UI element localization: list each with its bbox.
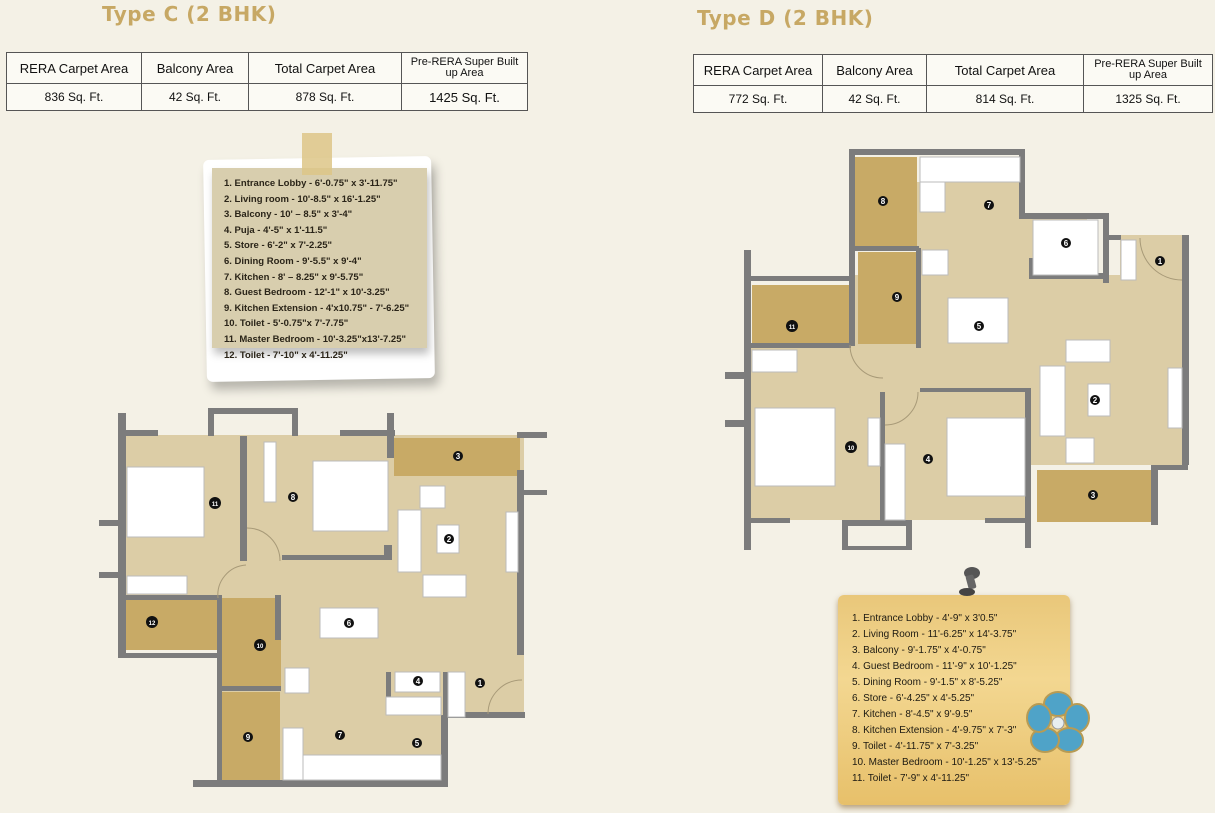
type-d-room-10: 10. Master Bedroom - 10'-1.25" x 13'-5.2… [852, 757, 1041, 768]
svg-text:1: 1 [1158, 257, 1163, 266]
svg-text:8: 8 [291, 493, 296, 502]
type-d-room-3: 3. Balcony - 9'-1.75" x 4'-0.75" [852, 645, 986, 656]
type-c-room-12: 12. Toilet - 7'-10" x 4'-11.25" [224, 349, 348, 361]
header-super-built-up: Pre-RERA Super Built up Area [1083, 54, 1213, 86]
svg-text:6: 6 [347, 619, 352, 628]
svg-text:2: 2 [447, 535, 452, 544]
svg-text:11: 11 [789, 325, 796, 331]
header-rera-carpet: RERA Carpet Area [6, 52, 142, 84]
header-balcony: Balcony Area [822, 54, 927, 86]
svg-text:7: 7 [987, 201, 992, 210]
type-c-room-11: 11. Master Bedroom - 10'-3.25"x13'-7.25" [224, 333, 406, 345]
type-d-room-9: 9. Toilet - 4'-11.75" x 7'-3.25" [852, 741, 979, 752]
svg-text:5: 5 [415, 739, 420, 748]
type-d-room-5: 5. Dining Room - 9'-1.5" x 8'-5.25" [852, 677, 1003, 688]
value-total-carpet: 878 Sq. Ft. [248, 83, 402, 111]
type-d-room-6: 6. Store - 6'-4.25" x 4'-5.25" [852, 693, 975, 704]
svg-text:6: 6 [1064, 239, 1069, 248]
svg-text:3: 3 [1091, 491, 1096, 500]
pushpin-icon [959, 567, 980, 596]
svg-text:3: 3 [456, 452, 461, 461]
svg-text:5: 5 [977, 322, 982, 331]
svg-text:10: 10 [257, 644, 264, 650]
type-c-floor-plan: 1 2 3 4 5 6 7 8 9 10 11 12 [99, 408, 547, 787]
type-c-room-4: 4. Puja - 4'-5" x 1'-11.5" [224, 224, 328, 236]
type-d-room-8: 8. Kitchen Extension - 4'-9.75" x 7'-3" [852, 725, 1017, 736]
svg-text:4: 4 [926, 455, 931, 464]
type-d-room-1: 1. Entrance Lobby - 4'-9" x 3'0.5" [852, 613, 998, 624]
type-c-room-10: 10. Toilet - 5'-0.75"x 7'-7.75" [224, 318, 349, 330]
svg-text:10: 10 [848, 446, 855, 452]
svg-text:8: 8 [881, 197, 886, 206]
type-d-room-markers: 1 2 3 4 5 6 7 8 9 10 11 [786, 196, 1165, 500]
type-c-room-5: 5. Store - 6'-2" x 7'-2.25" [224, 240, 333, 252]
svg-text:2: 2 [1093, 396, 1098, 405]
type-c-room-markers: 1 2 3 4 5 6 7 8 9 10 11 12 [146, 451, 485, 748]
type-c-room-8: 8. Guest Bedroom - 12'-1" x 10'-3.25" [224, 287, 390, 299]
svg-text:1: 1 [478, 679, 483, 688]
header-rera-carpet: RERA Carpet Area [693, 54, 823, 86]
tape-icon [302, 133, 332, 175]
type-d-room-7: 7. Kitchen - 8'-4.5" x 9'-9.5" [852, 709, 973, 720]
header-total-carpet: Total Carpet Area [926, 54, 1084, 86]
svg-text:4: 4 [416, 677, 421, 686]
type-c-room-2: 2. Living room - 10'-8.5" x 16'-1.25" [224, 193, 381, 205]
value-rera-carpet: 772 Sq. Ft. [693, 85, 823, 113]
svg-text:11: 11 [212, 502, 219, 508]
value-balcony: 42 Sq. Ft. [141, 83, 249, 111]
value-rera-carpet: 836 Sq. Ft. [6, 83, 142, 111]
value-total-carpet: 814 Sq. Ft. [926, 85, 1084, 113]
value-super-built-up: 1325 Sq. Ft. [1083, 85, 1213, 113]
type-c-room-7: 7. Kitchen - 8' – 8.25" x 9'-5.75" [224, 271, 364, 283]
svg-text:12: 12 [149, 621, 156, 627]
type-d-room-list: 1. Entrance Lobby - 4'-9" x 3'0.5" 2. Li… [838, 595, 1070, 805]
type-c-title: Type C (2 BHK) [102, 2, 277, 26]
type-d-area-table: RERA Carpet Area Balcony Area Total Carp… [693, 54, 1213, 113]
value-balcony: 42 Sq. Ft. [822, 85, 927, 113]
type-d-room-4: 4. Guest Bedroom - 11'-9" x 10'-1.25" [852, 661, 1017, 672]
type-c-room-6: 6. Dining Room - 9'-5.5" x 9'-4" [224, 255, 362, 267]
type-c-room-9: 9. Kitchen Extension - 4'x10.75" - 7'-6.… [224, 302, 410, 314]
svg-text:9: 9 [895, 293, 900, 302]
header-total-carpet: Total Carpet Area [248, 52, 402, 84]
header-super-built-up: Pre-RERA Super Built up Area [401, 52, 528, 84]
type-c-room-3: 3. Balcony - 10' – 8.5" x 3'-4" [224, 209, 353, 221]
svg-text:7: 7 [338, 731, 343, 740]
header-balcony: Balcony Area [141, 52, 249, 84]
type-c-room-list: 1. Entrance Lobby - 6'-0.75" x 3'-11.75"… [212, 168, 427, 361]
type-d-title: Type D (2 BHK) [697, 6, 874, 30]
type-d-floor-plan: 1 2 3 4 5 6 7 8 9 10 11 [725, 149, 1189, 550]
value-super-built-up: 1425 Sq. Ft. [401, 83, 528, 111]
type-c-area-table: RERA Carpet Area Balcony Area Total Carp… [6, 52, 528, 111]
type-d-room-11: 11. Toilet - 7'-9" x 4'-11.25" [852, 773, 970, 784]
type-c-room-1: 1. Entrance Lobby - 6'-0.75" x 3'-11.75" [224, 178, 398, 189]
type-d-room-2: 2. Living Room - 11'-6.25" x 14'-3.75" [852, 629, 1017, 640]
svg-text:9: 9 [246, 733, 251, 742]
flower-icon [1026, 691, 1090, 753]
